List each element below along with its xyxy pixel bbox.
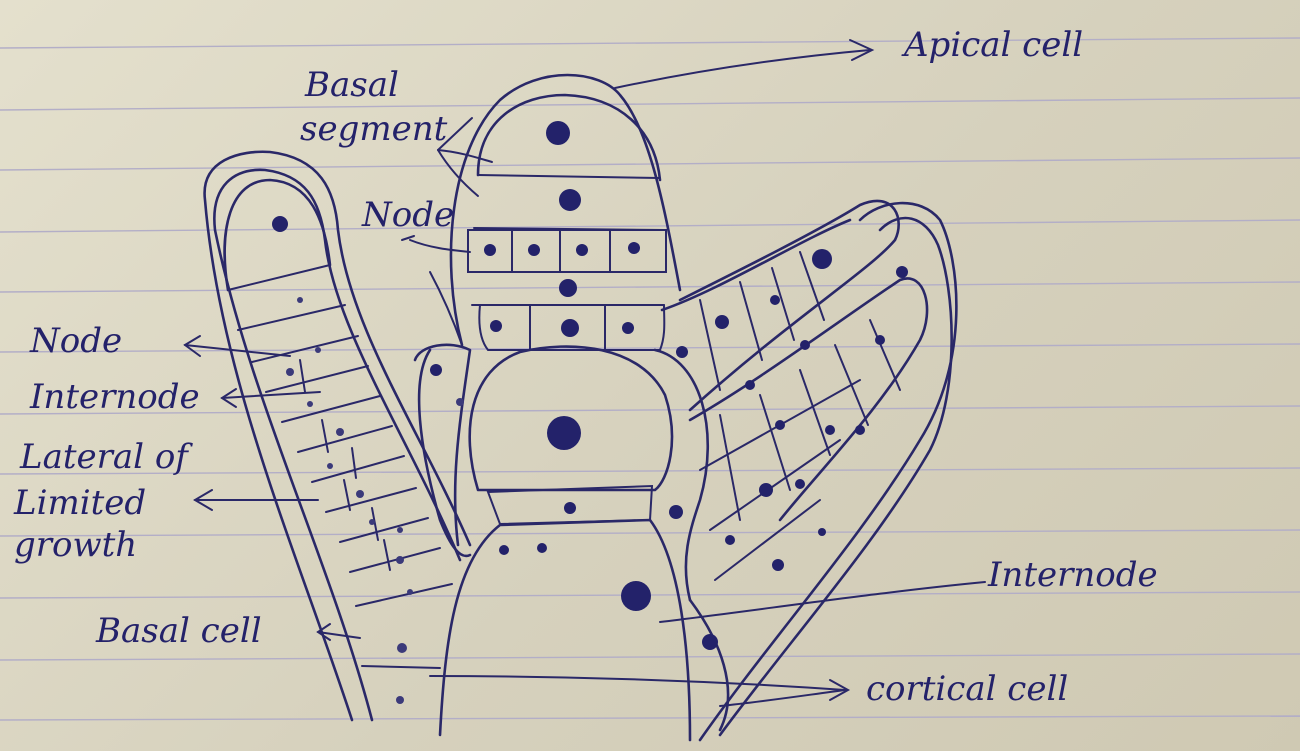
node-upper-label: Node: [361, 195, 454, 235]
lateral-label-3: growth: [14, 525, 137, 565]
node-upper-arrow: [410, 240, 470, 252]
internode-left-arrow: [222, 392, 320, 398]
cortical-cell-arrow: [430, 676, 845, 690]
lower-internode-cell: [440, 520, 690, 740]
internode-right-arrow: [660, 582, 985, 622]
left-branch-apical-cell: [225, 180, 330, 290]
apical-cell-label: Apical cell: [901, 25, 1083, 65]
lateral-label-1: Lateral of: [19, 437, 193, 477]
basal-segment-label-2: segment: [300, 109, 448, 149]
node-left-label: Node: [29, 321, 122, 361]
cortical-cell-label: cortical cell: [866, 669, 1068, 709]
diagram-labels: Apical cell Basal segment Node Node Inte…: [13, 25, 1158, 709]
lateral-label-2: Limited: [13, 483, 146, 523]
upper-right-branch: [680, 201, 899, 410]
internode-right-label: Internode: [987, 555, 1158, 595]
apical-cell-arrow: [615, 50, 870, 88]
left-apical-nucleus: [272, 216, 288, 232]
central-nucleus: [547, 416, 581, 450]
basal-cell-label: Basal cell: [95, 611, 262, 651]
apical-nucleus: [546, 121, 570, 145]
internode-left-label: Internode: [29, 377, 200, 417]
basal-segment-label: Basal: [304, 65, 399, 105]
